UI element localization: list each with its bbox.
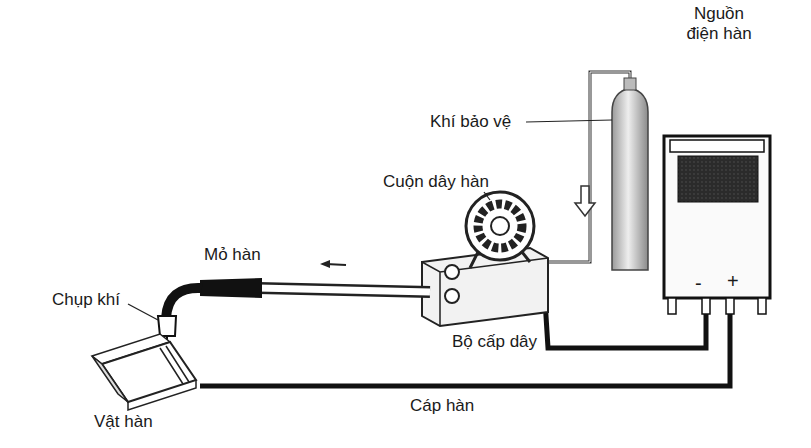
power-panel [678,156,758,202]
terminal-sign: + [727,270,739,293]
power-source-top [670,140,764,152]
workpiece-side [128,380,196,410]
power-foot [758,298,766,314]
feeder-edge [422,258,548,326]
workpiece-plate [92,356,128,402]
feed-roller [445,289,459,303]
weld-joint [160,346,189,384]
leader-line [526,120,612,122]
torch-handle [200,278,262,298]
torch-hose [258,288,430,292]
cylinder-valve [624,78,636,90]
terminal [702,298,710,314]
work-cable [200,314,730,386]
feed-roller [445,265,459,279]
flow-arrow [575,186,595,216]
torch-hose-core [258,288,430,292]
leader-line [484,192,490,200]
leader-line [128,304,158,320]
label-workpiece: Vật hàn [94,412,153,432]
label-power-source: Nguồn điện hàn [686,4,752,43]
spool-hub [491,217,509,235]
spool-stand [470,252,530,268]
label-wire-feeder: Bộ cấp dây [452,332,537,352]
power-foot [668,298,676,314]
label-torch: Mỏ hàn [204,245,261,265]
terminal-sign: - [695,272,702,295]
gas-cylinder [612,88,648,270]
wire-feeder [422,248,548,326]
label-nozzle: Chụp khí [52,290,120,310]
label-shield-gas: Khí bảo vệ [430,112,511,132]
torch-neck [166,288,202,318]
direction-arrowhead [320,260,330,268]
torch-cable [545,300,706,348]
label-cable: Cáp hàn [410,396,474,416]
wire-spool [466,192,534,260]
terminal [726,298,734,314]
label-wire-spool: Cuộn dây hàn [383,172,489,192]
spool-windings [478,204,522,248]
gas-nozzle [158,316,176,336]
power-source [664,136,770,298]
